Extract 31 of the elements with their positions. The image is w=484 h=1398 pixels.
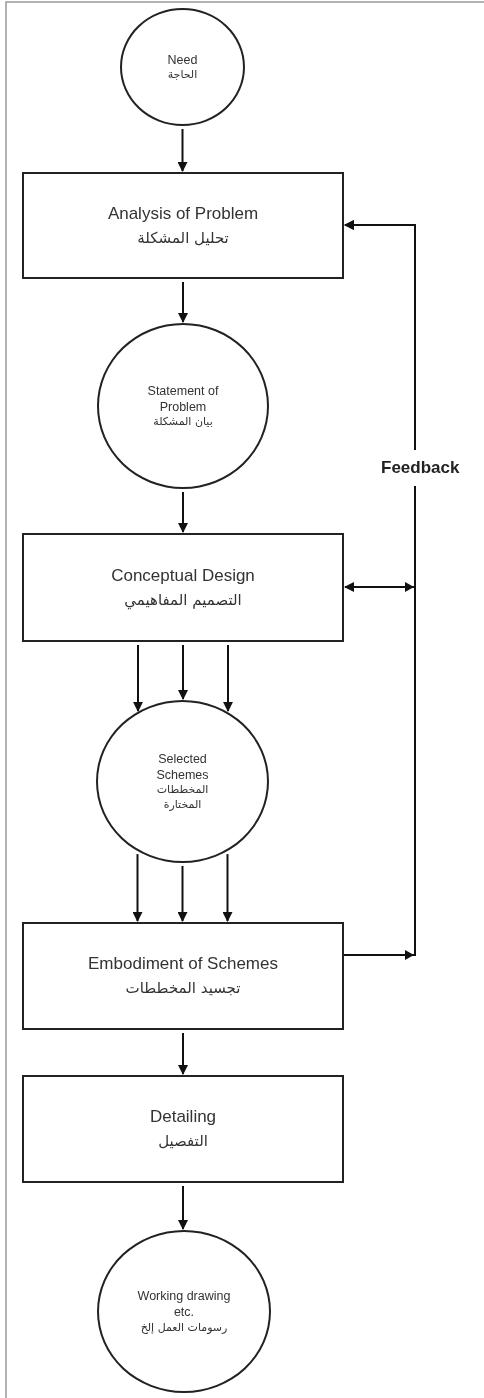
arrow: [222, 853, 233, 922]
arrow: [178, 1032, 188, 1075]
node-label: Analysis of Problem: [107, 202, 259, 225]
process-box: [22, 922, 344, 1030]
node-label: Detailing: [149, 1106, 217, 1129]
node-label: Embodiment of Schemes: [88, 953, 278, 976]
arabic-label: تحليل المشكلة: [137, 228, 229, 249]
process-box: [22, 172, 344, 279]
arabic-label: المخططات المختارة: [155, 783, 210, 813]
arabic-label: تجسيد المخططات: [125, 979, 241, 999]
arabic-label: بيان المشكلة: [152, 415, 214, 430]
arrow: [132, 853, 143, 922]
arrow: [178, 491, 188, 533]
arrow: [177, 128, 188, 172]
arabic-label: رسومات العمل إلخ: [139, 1320, 229, 1335]
arrow: [133, 644, 143, 712]
arabic-label: التصميم المفاهيمي: [124, 590, 242, 611]
process-box: [22, 533, 344, 642]
arrow: [178, 1185, 188, 1230]
node-label: Selected Schemes: [155, 750, 210, 784]
arrow: [223, 644, 233, 712]
node-label: Working drawing etc.: [136, 1288, 232, 1321]
arabic-label: التفصيل: [158, 1132, 208, 1152]
node-label: Statement of Problem: [146, 382, 220, 416]
arrow: [178, 281, 188, 323]
node-label: Need: [166, 51, 199, 68]
arabic-label: الحاجة: [166, 67, 199, 83]
arrow: [177, 865, 188, 922]
process-box: [22, 1075, 344, 1183]
arrow: [178, 644, 188, 700]
node-label: Conceptual Design: [111, 564, 255, 587]
